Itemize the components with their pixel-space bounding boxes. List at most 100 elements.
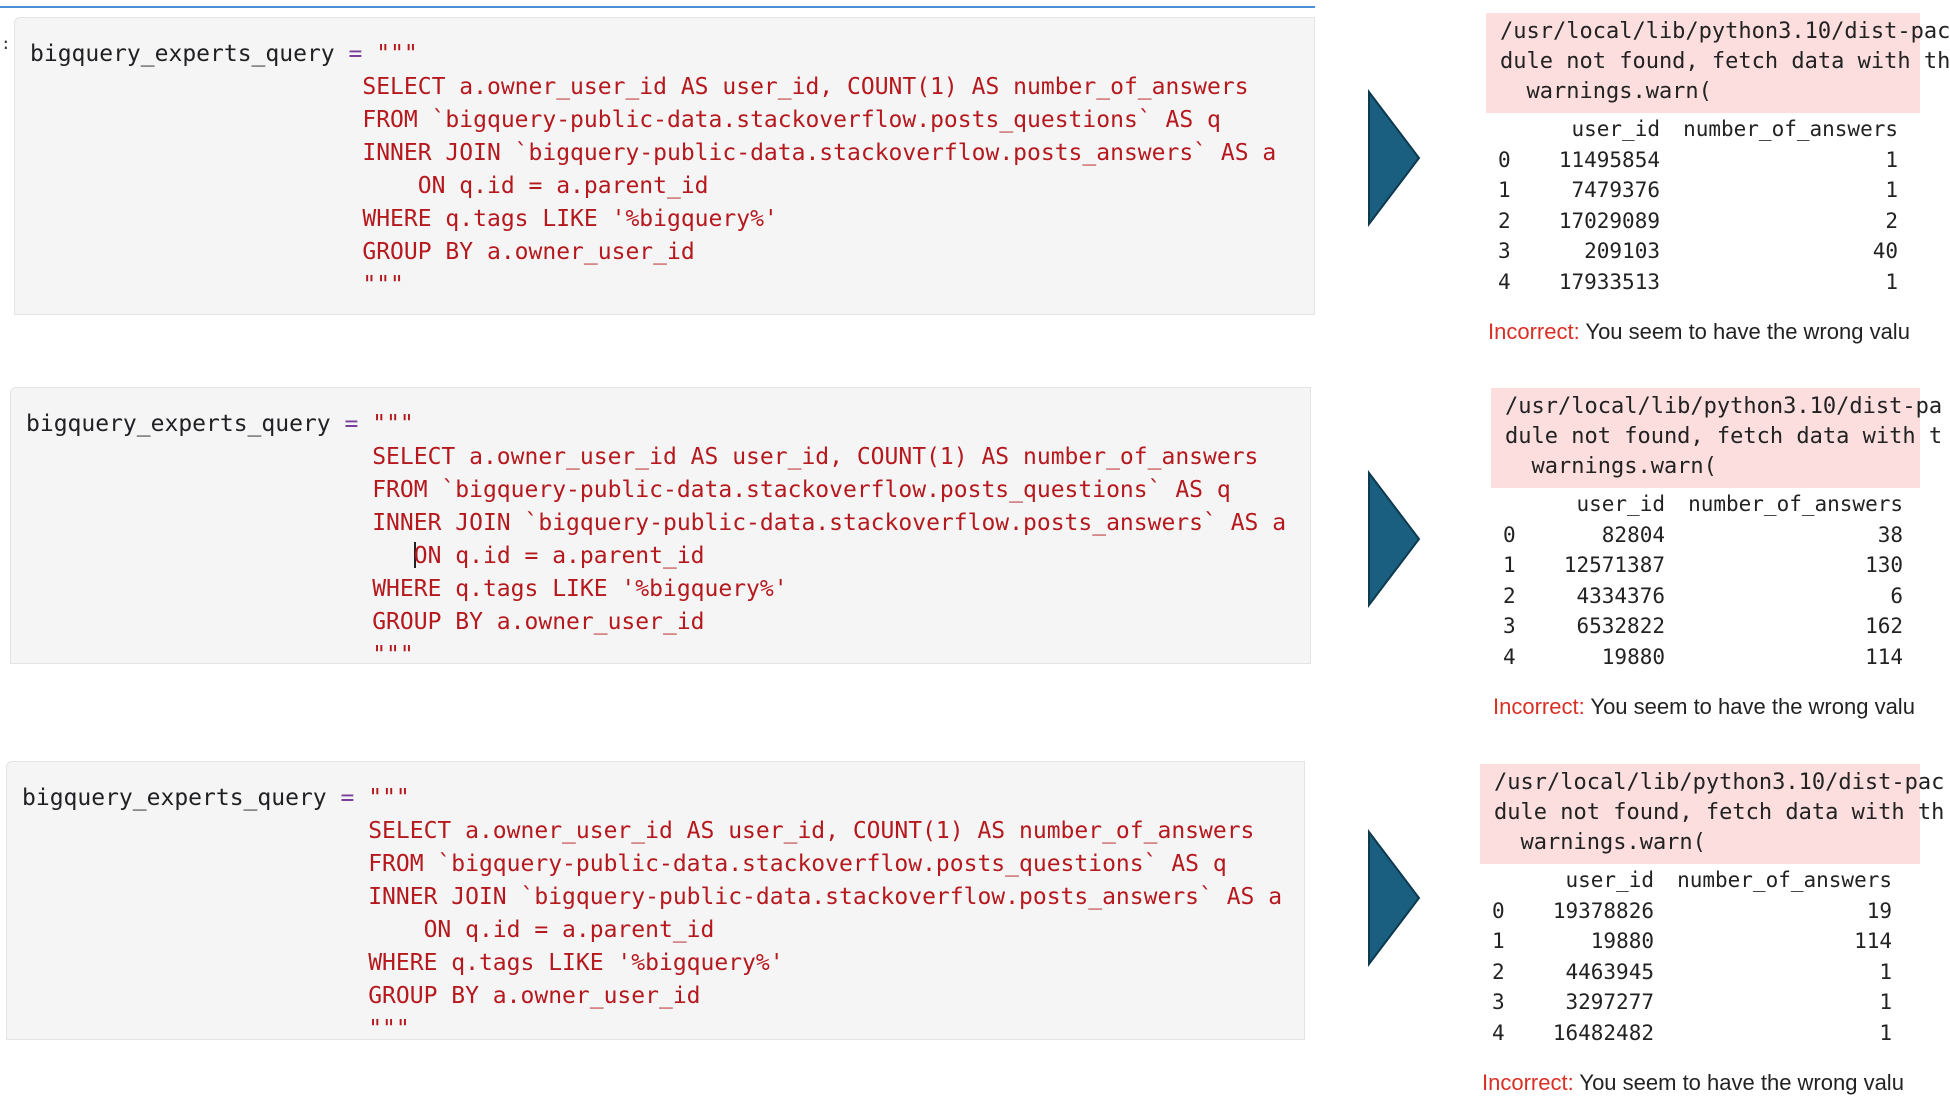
stderr-warning: /usr/local/lib/python3.10/dist-pac dule …	[1486, 13, 1950, 113]
cell-user-id: 17029089	[1558, 208, 1660, 233]
cell-output-2: /usr/local/lib/python3.10/dist-pa dule n…	[1491, 388, 1942, 720]
quote-open: """	[376, 41, 418, 67]
index-header	[1491, 489, 1539, 520]
cell-user-id: 4334376	[1576, 583, 1665, 608]
cell-user-id: 3297277	[1565, 990, 1654, 1015]
cell-user-id: 16482482	[1552, 1020, 1654, 1045]
column-header: user_id	[1565, 868, 1654, 893]
cell-answers: 6	[1890, 583, 1903, 608]
cell-user-id: 19880	[1590, 929, 1654, 954]
prompt-colon: :	[1, 34, 11, 53]
var-name: bigquery_experts_query	[26, 411, 331, 437]
sql-line: """	[362, 272, 404, 298]
cell-answers: 1	[1885, 147, 1898, 172]
cell-user-id: 19880	[1601, 644, 1665, 669]
cell-answers: 1	[1885, 178, 1898, 203]
table-header-row: user_id number_of_answers	[1486, 114, 1898, 145]
row-index: 0	[1498, 147, 1511, 172]
arrow-shape	[1368, 829, 1421, 967]
sql-line: INNER JOIN `bigquery-public-data.stackov…	[368, 884, 1283, 910]
cell-user-id: 209103	[1584, 239, 1660, 264]
table-row: 0 11495854 1	[1486, 145, 1898, 176]
cell-answers: 1	[1885, 269, 1898, 294]
sql-line: """	[368, 1016, 410, 1042]
cell-output-3: /usr/local/lib/python3.10/dist-pac dule …	[1480, 764, 1944, 1096]
index-header	[1486, 114, 1534, 145]
row-index: 3	[1498, 239, 1511, 264]
cell-answers: 130	[1865, 553, 1903, 578]
arrow-shape	[1368, 89, 1421, 227]
sql-line: WHERE q.tags LIKE '%bigquery%'	[368, 950, 784, 976]
row-index: 3	[1492, 990, 1505, 1015]
sql-line: SELECT a.owner_user_id AS user_id, COUNT…	[362, 74, 1249, 100]
stderr-line: dule not found, fetch data with t	[1505, 424, 1943, 449]
sql-line: INNER JOIN `bigquery-public-data.stackov…	[372, 510, 1287, 536]
stderr-line: dule not found, fetch data with th	[1500, 49, 1950, 74]
row-index: 1	[1492, 929, 1505, 954]
text-cursor	[413, 542, 416, 568]
cell-user-id: 4463945	[1565, 959, 1654, 984]
code-editor[interactable]: bigquery_experts_query = """ SELECT a.ow…	[22, 782, 1282, 1046]
stderr-warning: /usr/local/lib/python3.10/dist-pa dule n…	[1491, 388, 1942, 488]
column-header: number_of_answers	[1683, 117, 1898, 142]
sql-line: FROM `bigquery-public-data.stackoverflow…	[372, 477, 1231, 503]
sql-line: ON q.id = a.parent_id	[413, 543, 705, 569]
row-index: 3	[1503, 614, 1516, 639]
table-row: 1 19880 114	[1480, 926, 1892, 957]
var-name: bigquery_experts_query	[22, 785, 327, 811]
code-editor[interactable]: bigquery_experts_query = """ SELECT a.ow…	[30, 38, 1276, 302]
stderr-line: dule not found, fetch data with th	[1494, 800, 1945, 825]
stderr-warning: /usr/local/lib/python3.10/dist-pac dule …	[1480, 764, 1944, 864]
code-cell-2[interactable]: bigquery_experts_query = """ SELECT a.ow…	[10, 387, 1311, 668]
sql-line: ON q.id = a.parent_id	[362, 173, 709, 199]
arrow-shape	[1368, 470, 1421, 608]
sql-line: WHERE q.tags LIKE '%bigquery%'	[362, 206, 778, 232]
var-name: bigquery_experts_query	[30, 41, 335, 67]
row-index: 4	[1503, 644, 1516, 669]
stderr-line: /usr/local/lib/python3.10/dist-pac	[1500, 19, 1950, 44]
grader-feedback: Incorrect: You seem to have the wrong va…	[1480, 1070, 1920, 1096]
cell-user-id: 17933513	[1558, 269, 1660, 294]
cell-answers: 114	[1854, 929, 1892, 954]
sql-line: SELECT a.owner_user_id AS user_id, COUNT…	[368, 818, 1255, 844]
arrow-right-icon	[1368, 829, 1421, 967]
row-index: 1	[1503, 553, 1516, 578]
row-index: 4	[1498, 269, 1511, 294]
code-editor[interactable]: bigquery_experts_query = """ SELECT a.ow…	[26, 408, 1286, 672]
cell-answers: 1	[1879, 959, 1892, 984]
sql-line: ON q.id = a.parent_id	[368, 917, 715, 943]
feedback-text: You seem to have the wrong valu	[1573, 1070, 1904, 1095]
column-header: user_id	[1571, 117, 1660, 142]
sql-line: SELECT a.owner_user_id AS user_id, COUNT…	[372, 444, 1259, 470]
column-header: number_of_answers	[1677, 868, 1892, 893]
cell-user-id: 6532822	[1576, 614, 1665, 639]
sql-line: FROM `bigquery-public-data.stackoverflow…	[368, 851, 1227, 877]
stderr-line: warnings.warn(	[1494, 830, 1706, 855]
code-cell-3[interactable]: bigquery_experts_query = """ SELECT a.ow…	[6, 761, 1305, 1042]
table-header-row: user_id number_of_answers	[1480, 865, 1892, 896]
code-cell-1[interactable]: bigquery_experts_query = """ SELECT a.ow…	[14, 17, 1315, 315]
feedback-text: You seem to have the wrong valu	[1579, 319, 1910, 344]
cell-user-id: 11495854	[1558, 147, 1660, 172]
stderr-line: /usr/local/lib/python3.10/dist-pac	[1494, 770, 1945, 795]
cell-output-1: /usr/local/lib/python3.10/dist-pac dule …	[1486, 13, 1950, 345]
incorrect-label: Incorrect:	[1493, 694, 1585, 719]
row-index: 2	[1492, 959, 1505, 984]
grader-feedback: Incorrect: You seem to have the wrong va…	[1491, 694, 1920, 720]
sql-line: WHERE q.tags LIKE '%bigquery%'	[372, 576, 788, 602]
row-index: 0	[1503, 522, 1516, 547]
sql-line: GROUP BY a.owner_user_id	[372, 609, 705, 635]
cell-answers: 38	[1877, 522, 1903, 547]
